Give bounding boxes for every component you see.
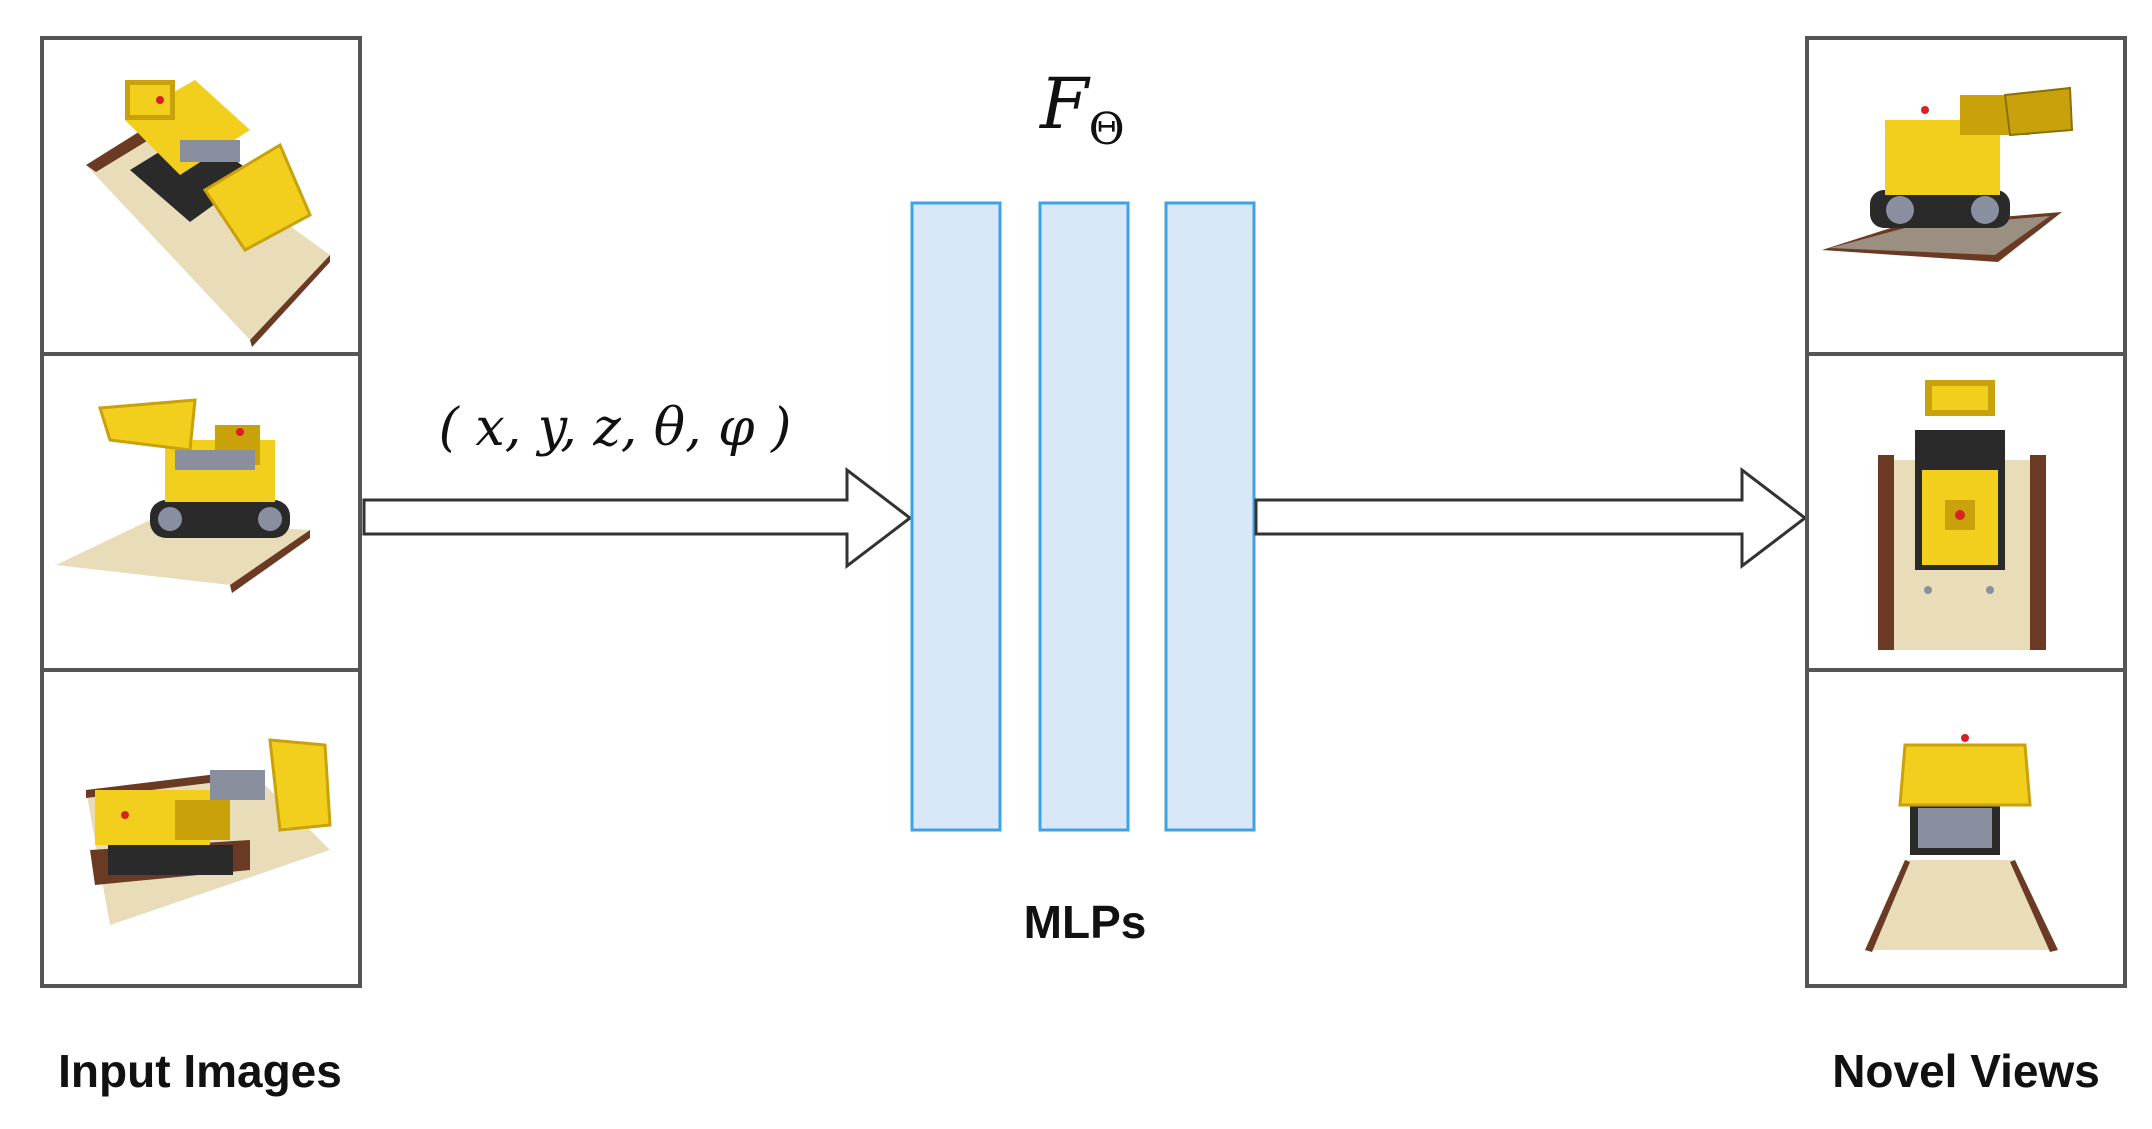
- mlp-label: MLPs: [1024, 896, 1147, 948]
- input-bulldozer-image-1: [86, 80, 330, 347]
- mlp-layers: [910, 201, 1256, 832]
- function-symbol: FΘ: [1038, 63, 1125, 155]
- novel-view-bulldozer-image-1: [1822, 86, 2074, 262]
- novel-view-bulldozer-image-3: [1865, 734, 2058, 952]
- mlp-layer-2: [1038, 201, 1130, 832]
- input-variables-label: ( x, y, z, θ, φ ): [439, 398, 792, 458]
- mlp-layer-1: [910, 201, 1002, 832]
- mlp-layer-3: [1164, 201, 1256, 832]
- output-arrow: [1254, 466, 1808, 570]
- novel-view-bulldozer-image-2: [1878, 380, 2046, 650]
- input-arrow: [362, 466, 913, 570]
- input-bulldozer-image-3: [86, 738, 332, 925]
- input-bulldozer-image-2: [56, 398, 310, 593]
- input-images-panel: Input Images: [40, 36, 362, 1097]
- novel-views-label: Novel Views: [1832, 1045, 2100, 1097]
- function-subscript: Θ: [1089, 104, 1125, 155]
- input-images-label: Input Images: [58, 1045, 342, 1097]
- novel-views-panel: Novel Views: [1805, 36, 2127, 1097]
